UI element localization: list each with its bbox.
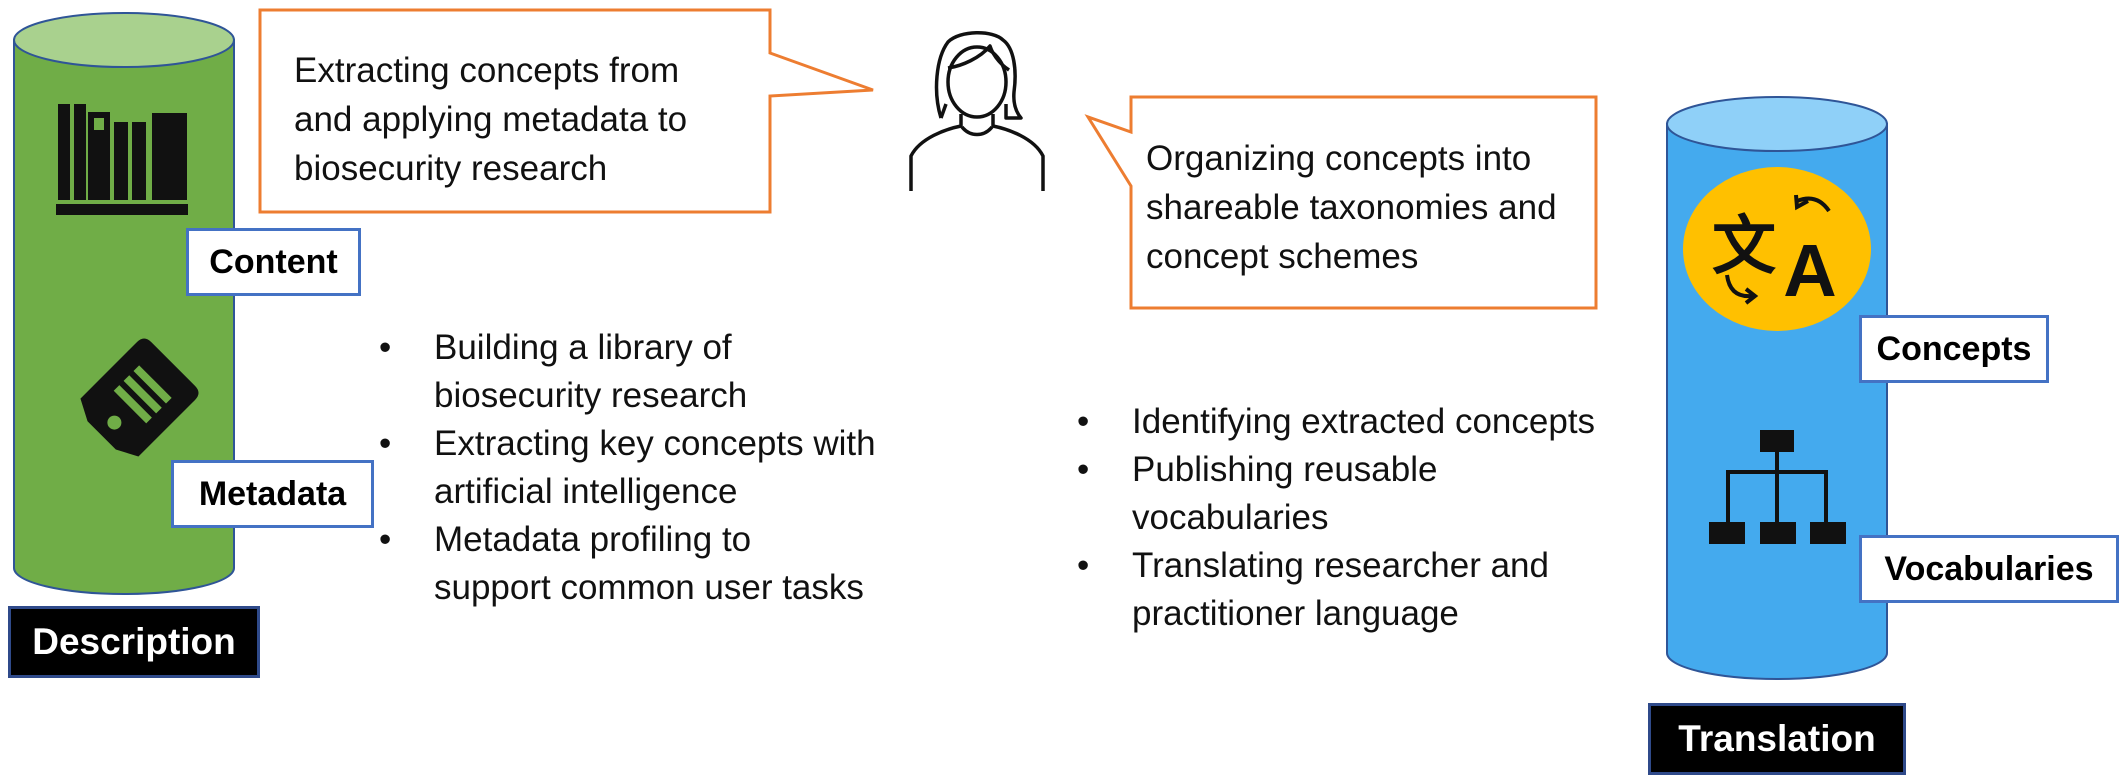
left-callout-line: biosecurity research (294, 149, 608, 188)
bullet-line: Translating researcher and (1132, 546, 1549, 585)
bullet-line: Building a library of (434, 328, 732, 367)
translation-bullet-list: Identifying extracted concepts Publishin… (1077, 398, 1657, 638)
description-title: Description (8, 606, 260, 678)
bullet-line: support common user tasks (434, 568, 864, 607)
left-callout-line: Extracting concepts from (294, 51, 680, 90)
translation-title: Translation (1648, 703, 1906, 775)
vocabularies-label: Vocabularies (1859, 535, 2119, 603)
left-callout-text: Extracting concepts from and applying me… (294, 46, 687, 193)
bullet-line: biosecurity research (434, 376, 748, 415)
bullet-line: Identifying extracted concepts (1132, 402, 1596, 441)
right-callout-line: concept schemes (1146, 237, 1419, 276)
left-callout-line: and applying metadata to (294, 100, 688, 139)
list-item: Extracting key concepts with artificial … (379, 420, 939, 516)
bullet-line: artificial intelligence (434, 472, 738, 511)
right-callout-line: Organizing concepts into (1146, 139, 1532, 178)
left-callout-shape (258, 8, 874, 214)
right-callout-shape (1084, 95, 1598, 310)
list-item: Identifying extracted concepts (1077, 398, 1657, 446)
translate-icon: 文 A (1683, 167, 1871, 331)
list-item: Publishing reusable vocabularies (1077, 446, 1657, 542)
right-callout-text: Organizing concepts into shareable taxon… (1146, 134, 1557, 281)
list-item: Translating researcher and practitioner … (1077, 542, 1657, 638)
hierarchy-icon (1709, 430, 1846, 544)
svg-text:文: 文 (1712, 210, 1776, 284)
bullet-line: practitioner language (1132, 594, 1459, 633)
tag-icon (80, 338, 199, 457)
right-callout-line: shareable taxonomies and (1146, 188, 1557, 227)
metadata-label: Metadata (171, 460, 374, 528)
person-icon (909, 31, 1045, 191)
svg-text:A: A (1783, 229, 1836, 312)
list-item: Metadata profiling to support common use… (379, 516, 939, 612)
bullet-line: Extracting key concepts with (434, 424, 876, 463)
bullet-line: Metadata profiling to (434, 520, 752, 559)
bullet-line: vocabularies (1132, 498, 1329, 537)
list-item: Building a library of biosecurity resear… (379, 324, 939, 420)
books-icon (56, 104, 188, 215)
concepts-label: Concepts (1859, 315, 2049, 383)
bullet-line: Publishing reusable (1132, 450, 1438, 489)
content-label: Content (186, 228, 361, 296)
description-bullet-list: Building a library of biosecurity resear… (379, 324, 939, 612)
